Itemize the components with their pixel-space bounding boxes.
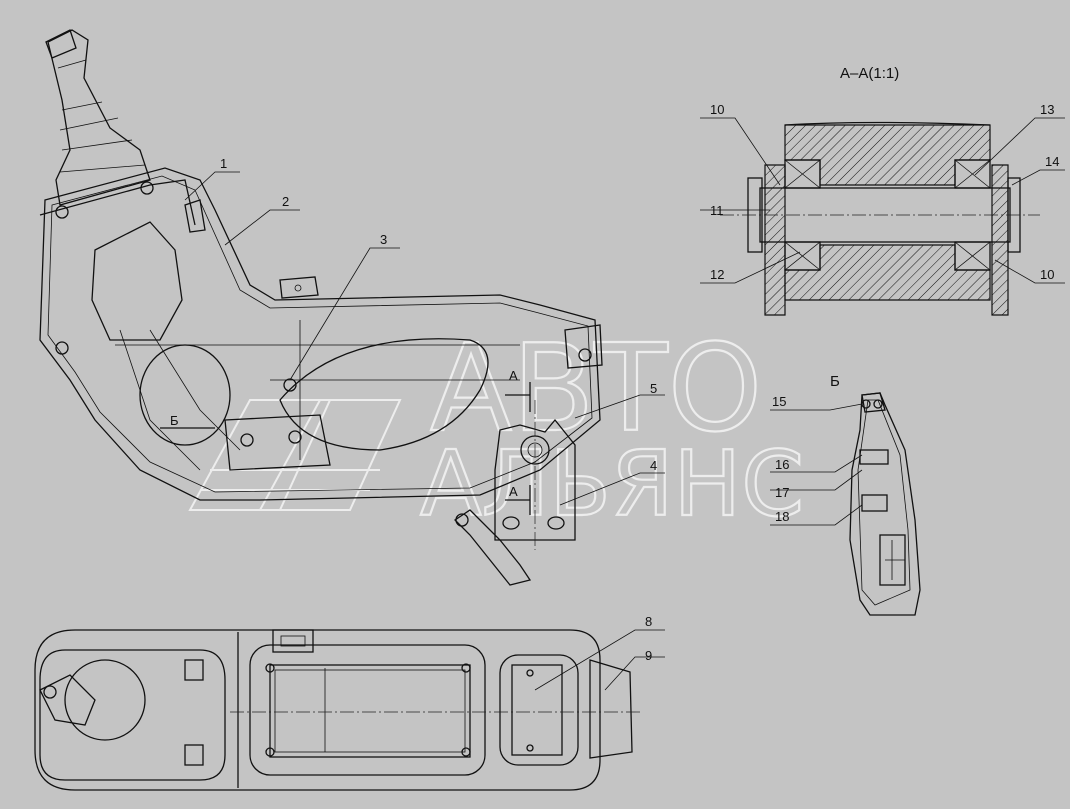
plan-view (34, 629, 665, 791)
callout-14: 14 (1045, 154, 1059, 169)
watermark: АВТО АЛЬЯНС (188, 319, 805, 538)
motor-body (91, 221, 183, 341)
callout-9: 9 (645, 648, 652, 663)
callout-12: 12 (710, 267, 724, 282)
detail-b (770, 392, 921, 616)
callout-4: 4 (650, 458, 657, 473)
callout-8: 8 (645, 614, 652, 629)
callout-15: 15 (772, 394, 786, 409)
callout-5: 5 (650, 381, 657, 396)
callout-16: 16 (775, 457, 789, 472)
joystick-grip-top (45, 29, 77, 59)
callout-13: 13 (1040, 102, 1054, 117)
detail-b-title: Б (830, 373, 840, 390)
callout-11: 11 (710, 203, 724, 218)
callout-1: 1 (220, 156, 227, 171)
joystick-handle (47, 29, 151, 206)
section-mark-b-left: Б (170, 413, 179, 428)
housing-outline (39, 167, 601, 501)
callout-3: 3 (380, 232, 387, 247)
section-mark-a-top: А (509, 368, 518, 383)
callout-10-second: 10 (1040, 267, 1054, 282)
callout-17: 17 (775, 485, 789, 500)
main-view-leaders (184, 171, 665, 506)
callout-2: 2 (282, 194, 289, 209)
mount-plate (494, 418, 576, 541)
main-view-housing (39, 29, 603, 586)
section-aa (700, 117, 1065, 316)
section-mark-a-bottom: А (509, 484, 518, 499)
callout-18: 18 (775, 509, 789, 524)
callout-10: 10 (710, 102, 724, 117)
section-title: A–A(1:1) (840, 65, 899, 82)
